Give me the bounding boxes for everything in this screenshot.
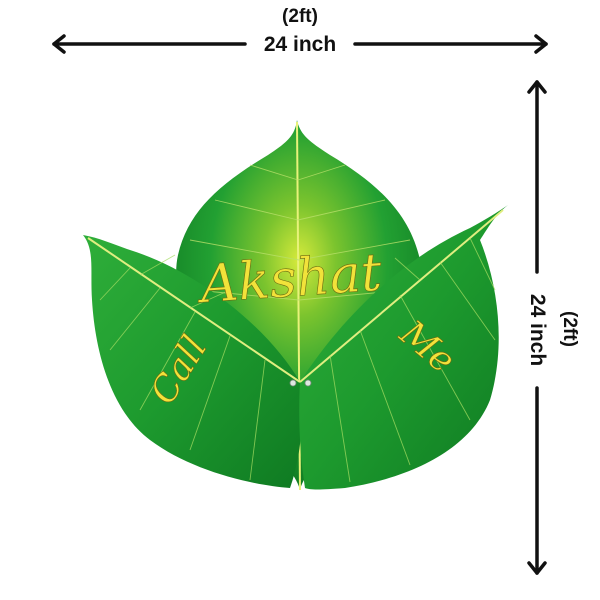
screw-hole-right: [304, 379, 312, 387]
width-feet-label: (2ft): [282, 6, 318, 27]
height-arrow: [527, 80, 547, 575]
name-text: Akshat: [195, 243, 384, 316]
right-leaf: [299, 205, 508, 490]
left-leaf: [83, 235, 302, 488]
width-inch-label: 24 inch: [263, 33, 337, 56]
screw-hole-left: [289, 379, 297, 387]
width-arrow: [52, 34, 548, 54]
